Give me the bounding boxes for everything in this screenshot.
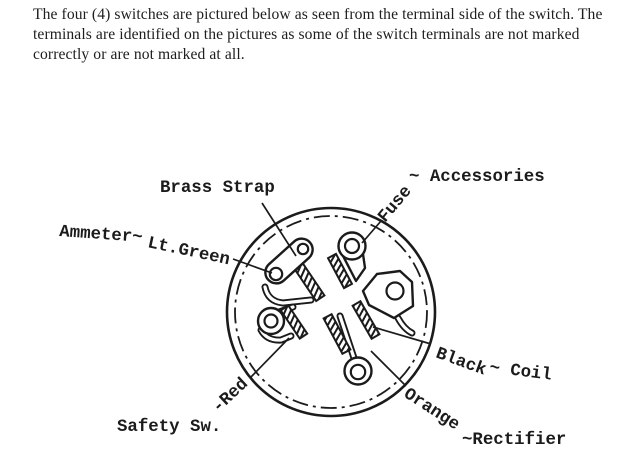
label-ammeter: Ammeter~: [59, 223, 144, 248]
label-brass-strap: Brass Strap: [160, 179, 275, 198]
terminal-accessories-fuse: [326, 231, 367, 290]
switch-body-outer-ring: [225, 206, 437, 418]
terminal-tab-inner: [263, 285, 313, 305]
paragraph-line: correctly or are not marked at all.: [33, 46, 245, 63]
terminal-hole: [343, 237, 361, 255]
leader-black-coil: [372, 326, 432, 345]
label-lt-green: Lt.Green: [146, 234, 232, 270]
intro-paragraph: The four (4) switches are pictured below…: [33, 5, 633, 65]
terminal-rectifier-orange: [322, 312, 373, 386]
terminal-hole: [268, 266, 284, 282]
terminal-coil-black: [351, 269, 416, 341]
label-red: -Red: [209, 375, 252, 417]
label-safety-sw: Safety Sw.: [117, 418, 221, 437]
leader-brass-strap: [261, 202, 297, 257]
terminal-blade: [351, 299, 381, 341]
terminal-blade: [322, 312, 352, 356]
terminal-hole: [349, 363, 367, 381]
leader-fuse-accessories: [361, 220, 382, 244]
paragraph-line: terminals are identified on the pictures…: [33, 26, 580, 43]
terminal-hole: [385, 281, 405, 301]
terminal-safety-switch-red: [256, 303, 309, 344]
terminal-brass-strap: [261, 237, 326, 307]
label-orange: Orange: [400, 385, 463, 435]
label-accessories: ~ Accessories: [409, 168, 545, 187]
terminal-hole: [263, 313, 279, 329]
leader-ammeter: [232, 258, 273, 274]
label-black: Black: [433, 345, 489, 381]
terminal-blade: [326, 252, 354, 290]
paragraph-line: The four (4) switches are pictured below…: [33, 6, 603, 23]
terminal-tab-inner: [396, 316, 414, 335]
terminal-blade: [279, 304, 309, 340]
leader-safety-red: [250, 337, 290, 378]
label-rectifier: ~Rectifier: [462, 431, 566, 450]
switch-body-inner-ring: [234, 215, 428, 409]
terminal-hole: [296, 242, 310, 256]
label-coil: ~ Coil: [488, 359, 552, 385]
label-fuse: Fuse: [375, 183, 416, 227]
leader-orange-rectifier: [370, 350, 407, 387]
